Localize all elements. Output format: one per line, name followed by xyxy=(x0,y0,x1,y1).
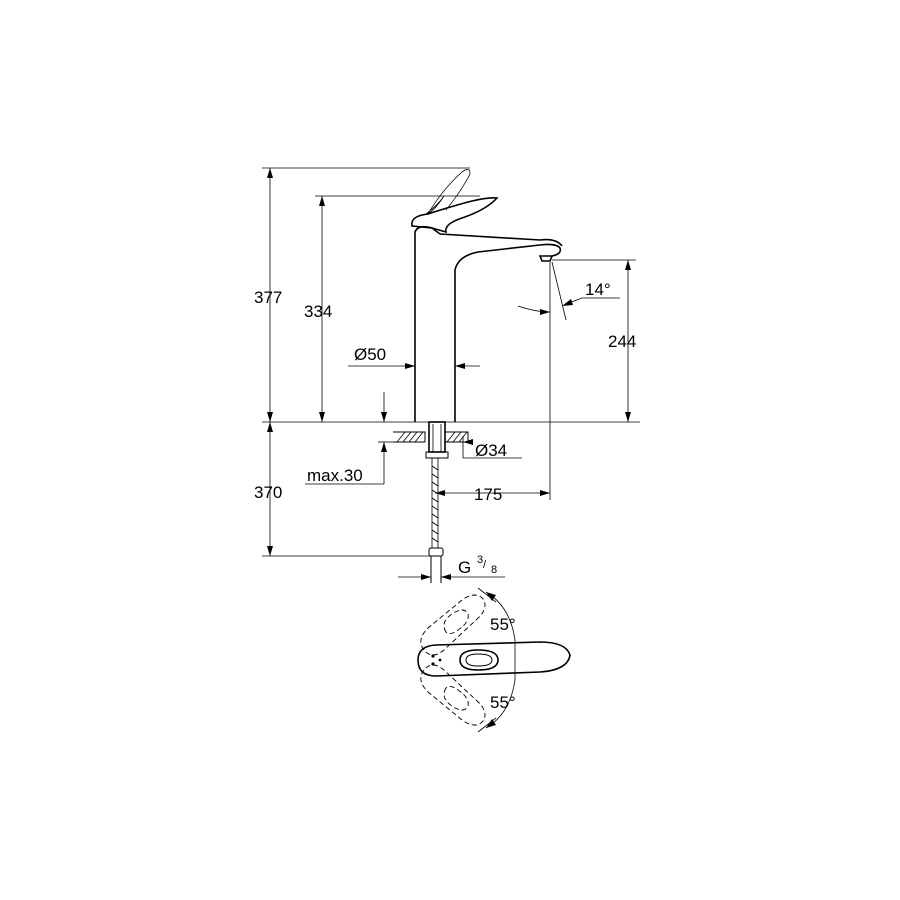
dimension-labels: 377 334 244 Ø50 Ø34 max.30 370 175 14° G… xyxy=(254,280,636,712)
deck-mounting xyxy=(393,421,469,583)
label-overall-height: 377 xyxy=(254,288,282,307)
label-thread-denominator: 8 xyxy=(491,564,497,576)
label-thread-numerator: 3 xyxy=(477,554,483,566)
label-outlet-angle: 14° xyxy=(585,280,611,299)
label-outlet-height: 244 xyxy=(608,332,636,351)
faucet-side-view xyxy=(411,169,563,422)
label-thread-slash: / xyxy=(483,559,487,571)
label-lever-angle-down: 55° xyxy=(490,693,516,712)
lever-top-view xyxy=(417,587,571,733)
label-hose-length: 370 xyxy=(254,483,282,502)
label-base-diameter: Ø50 xyxy=(354,345,386,364)
label-thread: G xyxy=(458,558,471,577)
label-spout-height: 334 xyxy=(304,302,332,321)
label-mounting-hole: Ø34 xyxy=(475,441,507,460)
dimension-lines xyxy=(262,167,640,580)
label-max-thickness: max.30 xyxy=(307,466,363,485)
label-spout-reach: 175 xyxy=(474,485,502,504)
label-lever-angle-up: 55° xyxy=(490,615,516,634)
